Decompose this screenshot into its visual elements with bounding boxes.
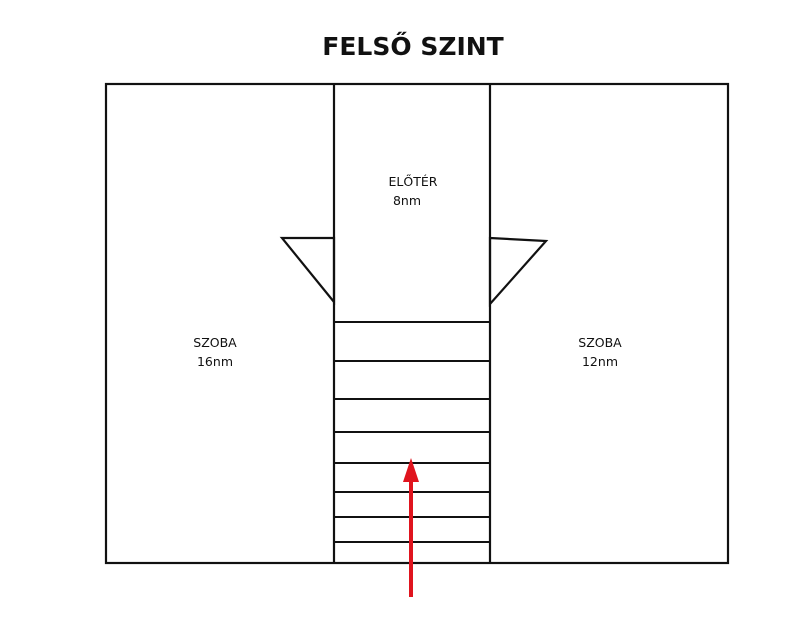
right-room-name: SZOBA bbox=[578, 335, 622, 350]
up-arrow-icon bbox=[403, 458, 419, 597]
left-room-area: 16nm bbox=[197, 354, 233, 369]
outer-wall bbox=[104, 82, 730, 565]
plan-title: FELSŐ SZINT bbox=[322, 31, 503, 61]
left-room-name: SZOBA bbox=[193, 335, 237, 350]
left-door-swing bbox=[279, 236, 336, 306]
hall-name: ELŐTÉR bbox=[389, 174, 438, 189]
right-room-area: 12nm bbox=[582, 354, 618, 369]
hall-area: 8nm bbox=[393, 193, 421, 208]
right-door-swing bbox=[488, 236, 549, 307]
